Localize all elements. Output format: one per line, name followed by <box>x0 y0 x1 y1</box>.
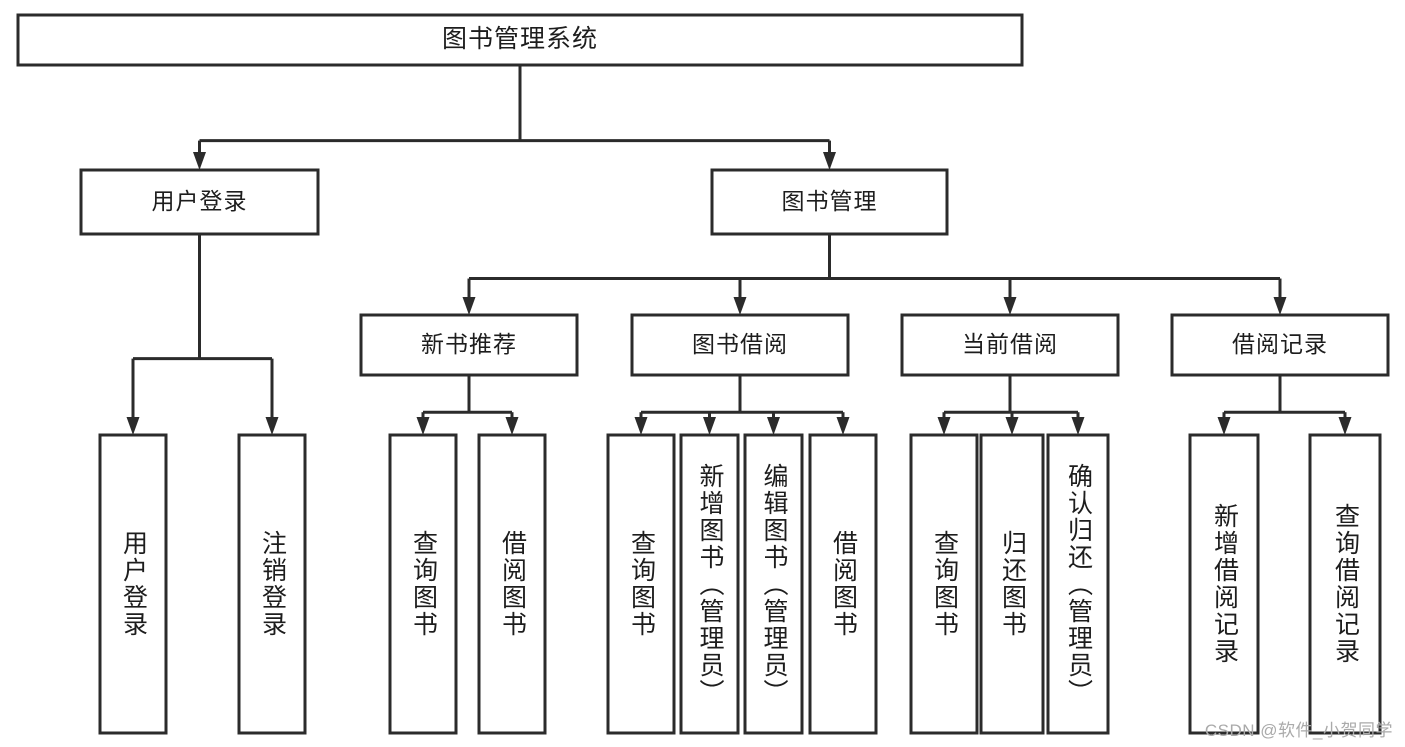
node-box-leaf-confirm-return-admin[interactable] <box>1046 433 1110 735</box>
arrow-head-icon <box>416 417 430 435</box>
node-box-borrow-records[interactable] <box>1170 313 1390 377</box>
arrow-head-icon <box>462 297 476 315</box>
arrow-head-icon <box>1338 417 1352 435</box>
node-box-leaf-user-login[interactable] <box>98 433 168 735</box>
arrow-head-icon <box>836 417 850 435</box>
node-box-user-login[interactable] <box>79 168 320 236</box>
arrow-head-icon <box>1217 417 1231 435</box>
node-box-leaf-borrow-book[interactable] <box>808 433 878 735</box>
node-box-leaf-query-book-current[interactable] <box>909 433 979 735</box>
node-box-leaf-query-borrow-record[interactable] <box>1308 433 1382 735</box>
node-box-book-borrow[interactable] <box>630 313 850 377</box>
node-box-book-management[interactable] <box>710 168 949 236</box>
arrow-head-icon <box>1005 417 1019 435</box>
arrow-head-icon <box>767 417 780 435</box>
node-box-leaf-add-book-admin[interactable] <box>679 433 740 735</box>
connector-layer <box>126 65 1352 435</box>
node-box-new-book-recommend[interactable] <box>359 313 579 377</box>
arrow-head-icon <box>703 417 716 435</box>
node-box-leaf-return-book[interactable] <box>979 433 1045 735</box>
watermark-text: CSDN @软件_小贺同学 <box>1204 721 1393 740</box>
node-box-leaf-edit-book-admin[interactable] <box>743 433 804 735</box>
node-box-leaf-borrow-book-recommend[interactable] <box>477 433 547 735</box>
node-box-leaf-query-book-borrow[interactable] <box>606 433 676 735</box>
arrow-head-icon <box>265 417 279 435</box>
arrow-head-icon <box>823 152 836 170</box>
node-box-leaf-add-borrow-record[interactable] <box>1188 433 1260 735</box>
arrow-head-icon <box>1273 297 1287 315</box>
arrow-head-icon <box>937 417 951 435</box>
arrow-head-icon <box>126 417 140 435</box>
arrow-head-icon <box>634 417 648 435</box>
arrow-head-icon <box>1003 297 1017 315</box>
node-box-leaf-query-book-recommend[interactable] <box>388 433 458 735</box>
box-layer <box>16 13 1390 735</box>
node-box-leaf-logout[interactable] <box>237 433 307 735</box>
arrow-head-icon <box>733 297 747 315</box>
arrow-head-icon <box>1071 417 1085 435</box>
node-box-root[interactable] <box>16 13 1024 67</box>
arrow-head-icon <box>193 152 206 170</box>
arrow-head-icon <box>505 417 519 435</box>
node-box-current-borrow[interactable] <box>900 313 1120 377</box>
